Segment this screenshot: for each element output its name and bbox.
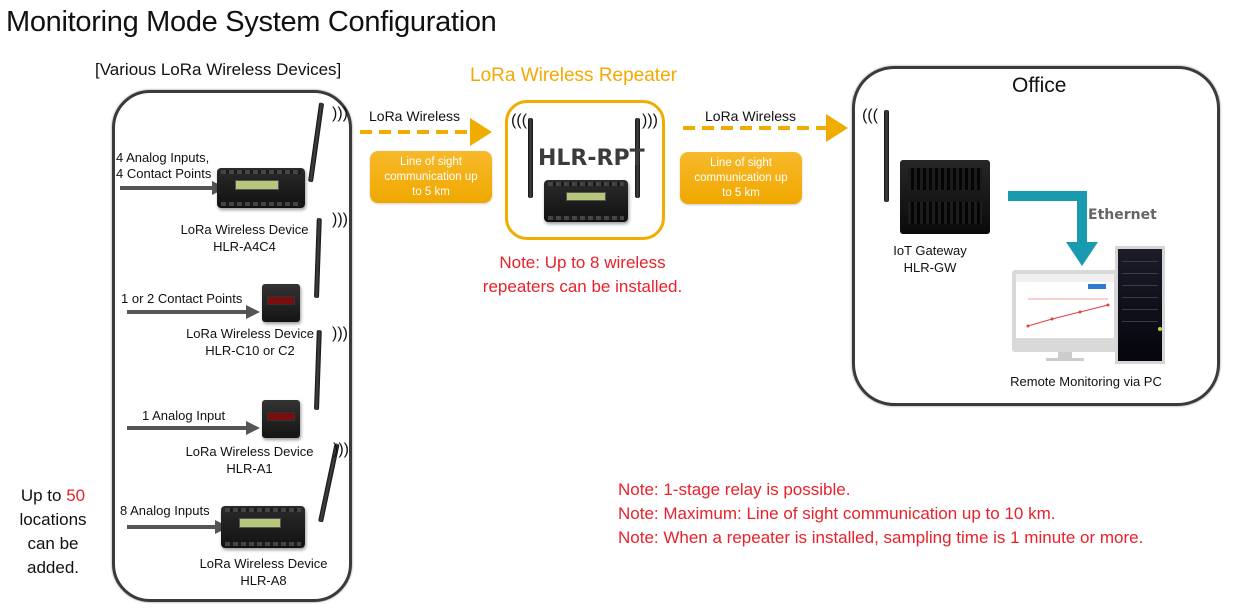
wireless-signal-icon: )))	[332, 211, 348, 228]
monitor-base	[1046, 358, 1084, 361]
device-input-label: 1 or 2 Contact Points	[121, 291, 243, 306]
note-item: Note: When a repeater is installed, samp…	[618, 528, 1144, 547]
device-model: HLR-A4C4	[213, 239, 276, 254]
wireless-signal-icon: )))	[333, 441, 349, 458]
range-line: to 5 km	[412, 185, 450, 198]
capacity-line: Up to 50	[8, 484, 98, 508]
antenna	[884, 110, 889, 202]
arrow-right-icon	[470, 118, 492, 146]
device-name: LoRa Wireless Device	[199, 556, 328, 571]
capacity-line: added.	[27, 558, 79, 577]
antenna	[528, 118, 533, 198]
pc-caption: Remote Monitoring via PC	[1010, 374, 1162, 389]
wireless-signal-icon: )))	[642, 112, 658, 129]
repeater-note-line: repeaters can be installed.	[482, 277, 683, 296]
gateway-caption: IoT Gateway HLR-GW	[880, 242, 980, 276]
input-arrow-line	[127, 426, 247, 430]
device-name: LoRa Wireless Device	[180, 222, 309, 237]
device-input-label: 8 Analog Inputs	[120, 503, 210, 518]
device-input-label: 4 Analog Inputs, 4 Contact Points	[116, 150, 211, 182]
device-caption: LoRa Wireless Device HLR-C10 or C2	[180, 325, 320, 359]
wireless-link-dashed-line	[683, 126, 828, 130]
repeater-note: Note: Up to 8 wireless repeaters can be …	[455, 251, 710, 299]
wireless-link-dashed-line	[360, 130, 472, 134]
device-image-hlr-a8	[221, 506, 305, 548]
device-image-hlr-a1	[262, 400, 300, 438]
repeater-device-image	[544, 180, 628, 222]
device-caption: LoRa Wireless Device HLR-A4C4	[177, 221, 312, 255]
link-label: LoRa Wireless	[369, 108, 461, 124]
diagram-title: Monitoring Mode System Configuration	[6, 6, 497, 38]
repeater-note-line: Note: Up to 8 wireless	[499, 253, 666, 272]
range-line: Line of sight	[709, 156, 772, 169]
antenna	[635, 118, 640, 198]
range-badge: Line of sight communication up to 5 km	[370, 151, 492, 203]
capacity-count: 50	[66, 486, 86, 505]
range-badge: Line of sight communication up to 5 km	[680, 152, 802, 204]
gateway-image	[900, 160, 990, 234]
note-item: Note: Maximum: Line of sight communicati…	[618, 504, 1056, 523]
range-line: communication up	[384, 170, 478, 183]
gateway-model: HLR-GW	[903, 260, 957, 275]
device-image-hlr-a4c4	[217, 168, 305, 208]
gateway-name: IoT Gateway	[893, 243, 967, 258]
range-line: to 5 km	[722, 186, 760, 199]
capacity-prefix: Up to	[20, 486, 62, 505]
arrow-down-icon	[1066, 242, 1098, 266]
device-caption: LoRa Wireless Device HLR-A8	[196, 555, 331, 589]
capacity-line: can be	[27, 534, 79, 553]
input-arrow-line	[127, 310, 247, 314]
wireless-signal-icon: )))	[332, 105, 348, 122]
device-model: HLR-C10 or C2	[205, 343, 295, 358]
wireless-signal-icon: )))	[332, 325, 348, 342]
device-input-label: 1 Analog Input	[142, 408, 226, 423]
arrow-right-icon	[246, 305, 260, 319]
link-label: LoRa Wireless	[705, 108, 797, 124]
input-label-line: 4 Contact Points	[116, 166, 212, 181]
capacity-line: locations	[19, 510, 87, 529]
capacity-text: Up to 50 locations can be added.	[8, 484, 98, 580]
device-name: LoRa Wireless Device	[185, 444, 314, 459]
input-arrow-line	[120, 186, 214, 190]
range-line: Line of sight	[399, 155, 462, 168]
arrow-right-icon	[826, 114, 848, 142]
pc-tower	[1115, 246, 1165, 364]
device-name: LoRa Wireless Device	[186, 326, 314, 341]
ethernet-arrow	[1008, 191, 1098, 266]
office-box	[852, 66, 1220, 406]
ethernet-label: Ethernet	[1088, 207, 1157, 223]
device-caption: LoRa Wireless Device HLR-A1	[182, 443, 317, 477]
note-item: Note: 1-stage relay is possible.	[618, 480, 851, 499]
device-model: HLR-A8	[240, 573, 287, 588]
wireless-signal-icon: )))	[511, 112, 527, 129]
repeater-box	[505, 100, 665, 240]
devices-group-box	[112, 90, 352, 602]
notes-list: Note: 1-stage relay is possible. Note: M…	[618, 478, 1143, 550]
repeater-model: HLR-RPT	[538, 146, 645, 171]
monitor-chart-thumbnail	[1016, 274, 1114, 328]
power-led	[1158, 327, 1162, 331]
device-model: HLR-A1	[226, 461, 273, 476]
device-image-hlr-c10	[262, 284, 300, 322]
input-arrow-line	[127, 525, 217, 529]
monitor-stand	[1058, 352, 1072, 358]
devices-group-label: [Various LoRa Wireless Devices]	[95, 60, 342, 79]
range-line: communication up	[694, 171, 788, 184]
input-label-line: 4 Analog Inputs,	[116, 150, 210, 165]
office-title: Office	[1012, 74, 1067, 97]
ethernet-line	[1008, 191, 1087, 244]
arrow-right-icon	[246, 421, 260, 435]
repeater-title: LoRa Wireless Repeater	[470, 65, 677, 86]
wireless-signal-icon: )))	[862, 107, 878, 124]
pc-monitor	[1012, 270, 1118, 352]
